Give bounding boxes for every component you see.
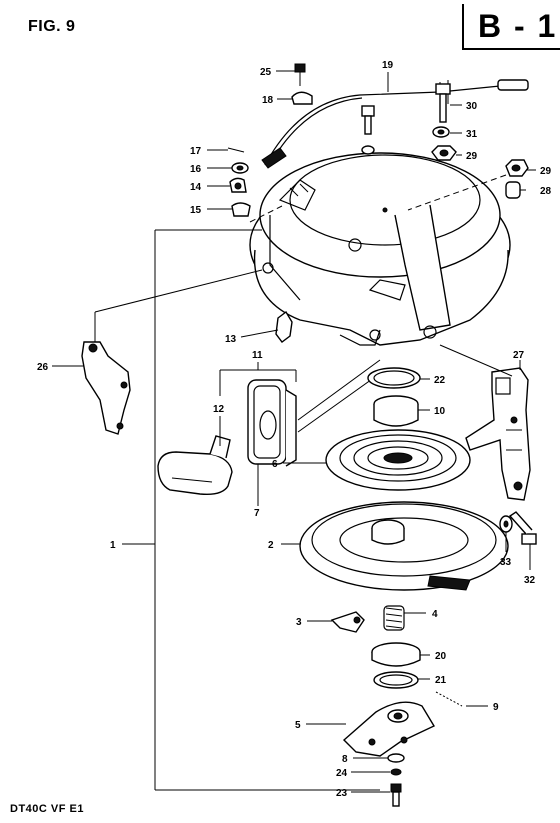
rope-10-line [297,359,383,433]
callout-18: 18 [262,95,274,106]
pawl-3 [330,611,365,633]
cable-clamp-18 [291,91,313,105]
callout-32: 32 [524,575,536,586]
callout-14: 14 [190,182,202,193]
callout-2: 2 [268,540,274,551]
spring-4 [383,605,405,631]
model-code: DT40C VF E1 [10,803,84,815]
callout-29b: 29 [540,166,552,177]
clip-14 [229,177,247,193]
callout-19: 19 [382,60,394,71]
callout-30: 30 [466,101,478,112]
callout-5: 5 [295,720,301,731]
callout-12: 12 [213,404,225,415]
callout-11: 11 [252,350,263,361]
callout-31: 31 [466,129,478,140]
callout-labels: 1 2 3 4 5 6 7 8 9 10 11 12 13 14 15 16 1… [37,60,552,799]
callout-25: 25 [260,67,272,78]
callout-10: 10 [434,406,446,417]
callout-16: 16 [190,164,202,175]
callout-28: 28 [540,186,552,197]
callout-33: 33 [500,557,512,568]
pawl-13 [275,310,293,343]
nut-29b [505,159,529,177]
bolt-32 [508,511,537,545]
cam-plate-5 [342,701,435,757]
callout-23: 23 [336,788,348,799]
bolt-23 [390,783,402,807]
callout-24: 24 [336,768,348,779]
callout-4: 4 [432,609,438,620]
figure-label: FIG. 9 [28,18,76,35]
callout-22: 22 [434,375,446,386]
handle-12 [157,435,233,496]
callout-21: 21 [435,675,447,686]
bracket-26 [81,341,131,435]
ring-20 [371,642,421,667]
cable-bolt-25 [294,63,306,86]
nut-29a [431,145,457,161]
ring-22 [367,367,421,389]
callout-20: 20 [435,651,447,662]
spring-6 [325,429,471,491]
spring-9 [435,691,463,707]
callout-29a: 29 [466,151,478,162]
bracket-27 [465,367,531,501]
callout-3: 3 [296,617,302,628]
bolt-centre [361,105,375,155]
callout-1: 1 [110,540,116,551]
collar-28 [505,181,521,199]
bolt-30 [435,83,451,123]
callout-7: 7 [254,508,260,519]
callout-13: 13 [225,334,237,345]
washer-24 [390,768,402,776]
clip-15 [231,202,251,217]
washer-8 [387,753,405,763]
washer-33 [499,515,513,533]
callout-17: 17 [190,146,202,157]
ring-21 [373,671,419,689]
callout-8: 8 [342,754,348,765]
callout-6: 6 [272,459,278,470]
callout-9: 9 [493,702,499,713]
callout-27: 27 [513,350,525,361]
callout-15: 15 [190,205,202,216]
pin-17 [227,147,245,153]
page-reference-box: B - 1 [462,4,560,50]
reel-2 [299,501,509,591]
page-reference: B - 1 [478,8,558,44]
callout-26: 26 [37,362,49,373]
starter-housing [249,152,511,346]
bushing-10 [373,395,419,427]
rope-guide-7 [247,379,297,467]
washer-31 [432,126,450,138]
washer-16 [231,162,249,174]
leader-lines [52,70,536,793]
